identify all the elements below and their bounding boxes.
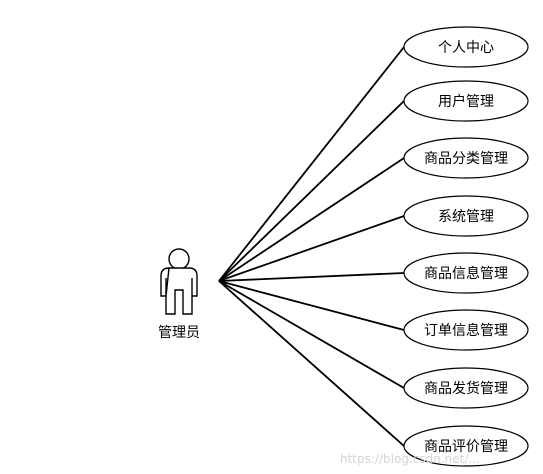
use-case-label: 商品分类管理 xyxy=(424,151,508,167)
actor-body xyxy=(160,267,198,315)
association-line xyxy=(218,157,405,282)
use-case-ellipse xyxy=(403,137,529,179)
use-case: 用户管理 xyxy=(403,80,529,122)
use-case-label: 个人中心 xyxy=(438,40,494,56)
use-case-label: 商品评价管理 xyxy=(424,439,508,455)
use-case-label: 商品信息管理 xyxy=(424,265,508,282)
use-case-ellipse xyxy=(403,425,529,467)
use-case: 订单信息管理 xyxy=(403,309,529,351)
association-lines xyxy=(218,46,405,447)
actor-figure xyxy=(160,248,198,315)
use-case-label: 商品发货管理 xyxy=(424,380,508,397)
association-line xyxy=(218,272,405,282)
use-case-ellipse xyxy=(403,309,529,351)
use-case-label: 系统管理 xyxy=(438,209,494,225)
use-case: 商品评价管理 xyxy=(403,425,529,467)
use-case: 商品分类管理 xyxy=(403,137,529,179)
use-case-label: 用户管理 xyxy=(438,93,494,110)
use-case-ellipse xyxy=(403,195,529,237)
use-case: 系统管理 xyxy=(403,195,529,237)
use-case: 商品信息管理 xyxy=(403,252,529,294)
watermark: https://blog.csdn.net/... xyxy=(340,452,480,466)
association-line xyxy=(218,280,405,331)
association-line xyxy=(218,215,405,282)
use-case-list: 个人中心用户管理商品分类管理系统管理商品信息管理订单信息管理商品发货管理商品评价… xyxy=(403,26,529,467)
use-case-label: 订单信息管理 xyxy=(424,322,508,339)
actor-label: 管理员 xyxy=(158,325,200,341)
association-line xyxy=(218,46,405,282)
actor-head xyxy=(168,248,190,270)
use-case: 个人中心 xyxy=(403,26,529,68)
association-line xyxy=(218,100,405,282)
association-line xyxy=(218,280,405,389)
use-case: 商品发货管理 xyxy=(403,367,529,409)
use-case-ellipse xyxy=(403,252,529,294)
use-case-ellipse xyxy=(403,367,529,409)
use-case-ellipse xyxy=(403,80,529,122)
use-case-ellipse xyxy=(403,26,529,68)
association-line xyxy=(218,280,405,447)
